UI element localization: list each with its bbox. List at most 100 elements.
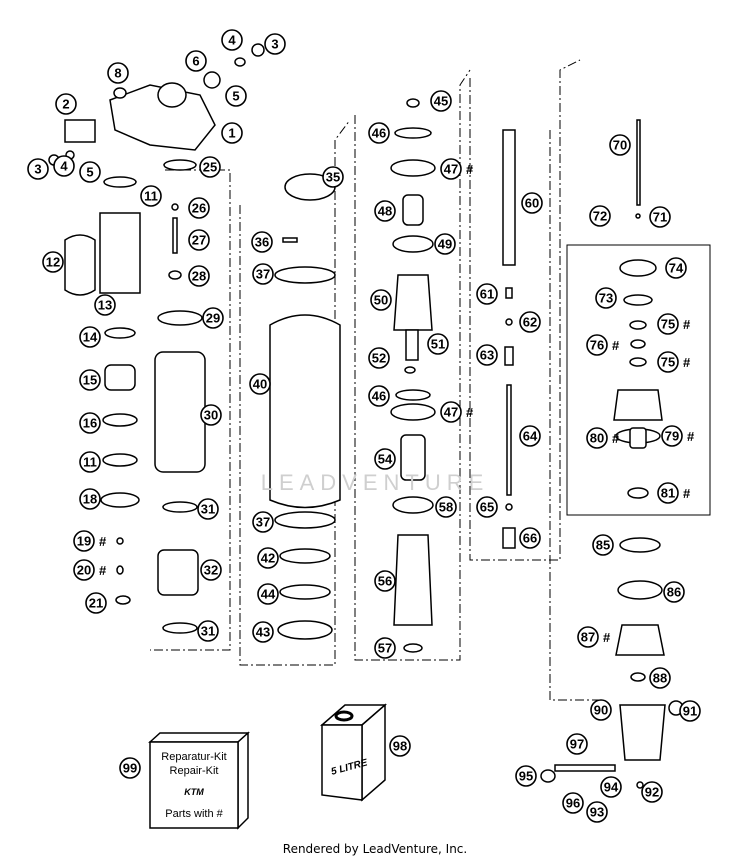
callout-80[interactable]: 80# — [586, 427, 620, 449]
callout-45[interactable]: 45 — [430, 90, 452, 112]
callout-71[interactable]: 71 — [649, 206, 671, 228]
part-shape — [630, 339, 646, 349]
callout-3[interactable]: 3 — [264, 33, 286, 55]
callout-3[interactable]: 3 — [27, 158, 49, 180]
callout-76[interactable]: 76# — [586, 334, 620, 356]
callout-19[interactable]: 19# — [73, 530, 107, 552]
callout-32[interactable]: 32 — [200, 559, 222, 581]
callout-8[interactable]: 8 — [107, 62, 129, 84]
callout-number: 19 — [77, 534, 91, 549]
callout-37[interactable]: 37 — [252, 511, 274, 533]
callout-46[interactable]: 46 — [368, 385, 390, 407]
callout-74[interactable]: 74 — [665, 257, 687, 279]
callout-60[interactable]: 60 — [521, 192, 543, 214]
part-shape — [502, 129, 516, 266]
callout-29[interactable]: 29 — [202, 307, 224, 329]
callout-14[interactable]: 14 — [79, 326, 101, 348]
callout-42[interactable]: 42 — [257, 547, 279, 569]
callout-52[interactable]: 52 — [368, 347, 390, 369]
callout-37[interactable]: 37 — [252, 263, 274, 285]
callout-15[interactable]: 15 — [79, 369, 101, 391]
callout-12[interactable]: 12 — [42, 251, 64, 273]
callout-90[interactable]: 90 — [590, 699, 612, 721]
repair-kit-hash-mark: # — [99, 563, 107, 578]
callout-30[interactable]: 30 — [200, 404, 222, 426]
parts — [48, 43, 684, 789]
kit-line-1: Reparatur-Kit — [161, 751, 226, 763]
callout-97[interactable]: 97 — [566, 733, 588, 755]
callout-31[interactable]: 31 — [197, 498, 219, 520]
callout-20[interactable]: 20# — [73, 559, 107, 581]
callout-1[interactable]: 1 — [221, 122, 243, 144]
callout-88[interactable]: 88 — [649, 667, 671, 689]
callout-51[interactable]: 51 — [427, 333, 449, 355]
callout-number: 36 — [255, 235, 269, 250]
callout-98[interactable]: 98 — [389, 735, 411, 757]
callout-number: 75 — [661, 355, 675, 370]
callout-36[interactable]: 36 — [251, 231, 273, 253]
callout-16[interactable]: 16 — [79, 412, 101, 434]
callout-13[interactable]: 13 — [94, 294, 116, 316]
callout-87[interactable]: 87# — [577, 626, 611, 648]
callout-95[interactable]: 95 — [515, 765, 537, 787]
callout-21[interactable]: 21 — [85, 592, 107, 614]
callout-5[interactable]: 5 — [225, 85, 247, 107]
callout-64[interactable]: 64 — [519, 425, 541, 447]
callout-94[interactable]: 94 — [600, 776, 622, 798]
callout-48[interactable]: 48 — [374, 200, 396, 222]
callout-72[interactable]: 72 — [589, 205, 611, 227]
callout-86[interactable]: 86 — [663, 581, 685, 603]
callout-66[interactable]: 66 — [519, 527, 541, 549]
callout-85[interactable]: 85 — [592, 534, 614, 556]
callout-number: 32 — [204, 563, 218, 578]
callout-6[interactable]: 6 — [185, 50, 207, 72]
callout-63[interactable]: 63 — [476, 344, 498, 366]
callout-73[interactable]: 73 — [595, 287, 617, 309]
callout-11[interactable]: 11 — [79, 451, 101, 473]
callout-57[interactable]: 57 — [374, 637, 396, 659]
footer-credit: Rendered by LeadVenture, Inc. — [282, 842, 468, 856]
callout-54[interactable]: 54 — [374, 448, 396, 470]
callout-58[interactable]: 58 — [435, 496, 457, 518]
part-shape — [629, 427, 647, 449]
part-shape — [172, 217, 178, 254]
callout-47[interactable]: 47# — [440, 158, 474, 180]
callout-4[interactable]: 4 — [221, 29, 243, 51]
callout-49[interactable]: 49 — [434, 233, 456, 255]
callout-70[interactable]: 70 — [609, 134, 631, 156]
callout-96[interactable]: 96 — [562, 792, 584, 814]
callout-28[interactable]: 28 — [188, 265, 210, 287]
callout-81[interactable]: 81# — [657, 482, 691, 504]
callout-47[interactable]: 47# — [440, 401, 474, 423]
callout-4[interactable]: 4 — [53, 155, 75, 177]
callout-62[interactable]: 62 — [519, 311, 541, 333]
callout-43[interactable]: 43 — [252, 621, 274, 643]
callout-61[interactable]: 61 — [476, 283, 498, 305]
callout-92[interactable]: 92 — [641, 781, 663, 803]
callout-27[interactable]: 27 — [188, 229, 210, 251]
callout-35[interactable]: 35 — [322, 166, 344, 188]
callout-number: 65 — [480, 500, 494, 515]
callout-31[interactable]: 31 — [197, 620, 219, 642]
callout-11[interactable]: 11 — [140, 185, 162, 207]
repair-kit-hash-mark: # — [466, 162, 474, 177]
watermark: LEADVENTURE — [261, 470, 490, 495]
callout-93[interactable]: 93 — [586, 801, 608, 823]
callout-91[interactable]: 91 — [679, 700, 701, 722]
callout-75[interactable]: 75# — [657, 351, 691, 373]
callout-65[interactable]: 65 — [476, 496, 498, 518]
callout-46[interactable]: 46 — [368, 122, 390, 144]
callout-25[interactable]: 25 — [199, 156, 221, 178]
callout-40[interactable]: 40 — [249, 373, 271, 395]
callout-18[interactable]: 18 — [79, 488, 101, 510]
callout-79[interactable]: 79# — [661, 425, 695, 447]
callout-2[interactable]: 2 — [55, 93, 77, 115]
callout-50[interactable]: 50 — [370, 289, 392, 311]
callout-5[interactable]: 5 — [79, 161, 101, 183]
callout-26[interactable]: 26 — [188, 197, 210, 219]
callout-99[interactable]: 99 — [119, 757, 141, 779]
callout-56[interactable]: 56 — [374, 570, 396, 592]
callout-75[interactable]: 75# — [657, 313, 691, 335]
callout-44[interactable]: 44 — [257, 583, 279, 605]
